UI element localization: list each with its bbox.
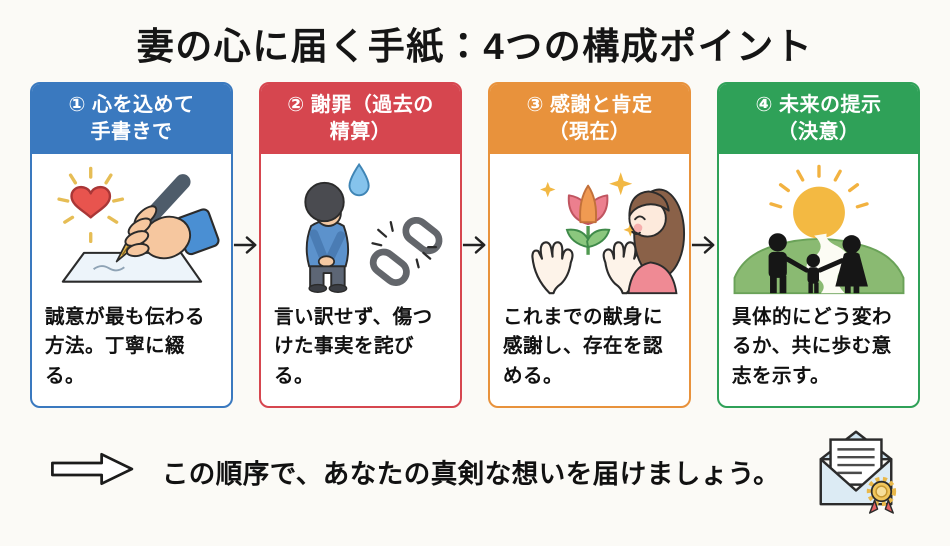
card-apology-header: ② 謝罪（過去の 精算）	[261, 84, 460, 154]
sealed-letter-icon	[806, 420, 906, 519]
card-apology-description: 言い訳せず、傷つけた事実を詫びる。	[274, 306, 433, 387]
hand-writing-letter-icon	[32, 154, 231, 297]
bowing-person-broken-chain-icon	[261, 154, 460, 297]
card-apology: ② 謝罪（過去の 精算）	[259, 82, 462, 408]
conclusion-arrow-icon	[44, 450, 142, 493]
conclusion-text: この順序で、あなたの真剣な想いを届けましょう。	[161, 459, 781, 489]
flow-arrow-icon-1	[233, 82, 259, 408]
card-gratitude-header: ③ 感謝と肯定 （現在）	[490, 84, 689, 154]
card-handwritten-letter: ① 心を込めて 手書きで	[30, 82, 233, 408]
steps-row: ① 心を込めて 手書きで	[0, 82, 950, 408]
card-gratitude: ③ 感謝と肯定 （現在）	[488, 82, 691, 408]
page-title: 妻の心に届く手紙：4つの構成ポイント	[136, 26, 814, 67]
family-sunrise-icon	[719, 154, 918, 297]
card-future-header: ④ 未来の提示 （決意）	[719, 84, 918, 154]
card-gratitude-description: これまでの献身に感謝し、存在を認める。	[503, 306, 664, 387]
flow-arrow-icon-3	[691, 82, 717, 408]
card-handwritten-description: 誠意が最も伝わる方法。丁寧に綴る。	[45, 306, 206, 387]
conclusion-row: この順序で、あなたの真剣な想いを届けましょう。	[0, 424, 950, 519]
card-future-description: 具体的にどう変わるか、共に歩む意志を示す。	[732, 306, 893, 387]
card-future: ④ 未来の提示 （決意）	[717, 82, 920, 408]
hands-flower-woman-icon	[490, 154, 689, 297]
flow-arrow-icon-2	[462, 82, 488, 408]
card-handwritten-header: ① 心を込めて 手書きで	[32, 84, 231, 154]
